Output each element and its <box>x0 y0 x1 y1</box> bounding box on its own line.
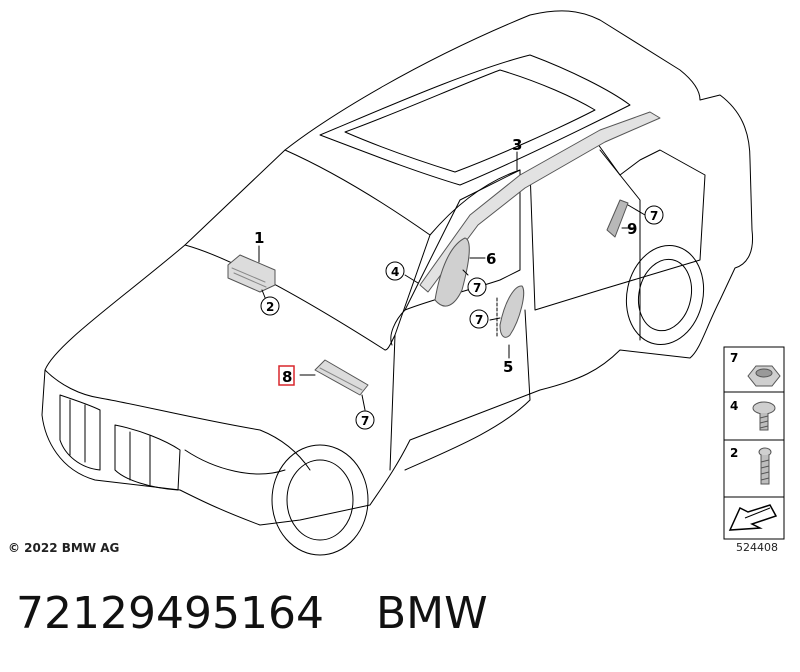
bolt-icon <box>758 447 772 485</box>
airbag-diagram: 1 2 3 4 5 6 7 7 7 7 8 9 7 4 2 <box>41 10 785 556</box>
brand-name: BMW <box>375 588 488 639</box>
callout-5[interactable]: 5 <box>503 358 513 376</box>
diagram-number: 524408 <box>736 541 778 554</box>
hardware-legend: 7 4 2 <box>723 346 785 540</box>
legend-number-7: 7 <box>730 351 738 365</box>
callout-8[interactable]: 8 <box>282 368 292 386</box>
callout-7b[interactable]: 7 <box>475 313 483 327</box>
part-6-module <box>434 237 470 307</box>
car-outline <box>41 10 754 526</box>
part-8-module <box>314 359 369 396</box>
legend-number-4: 4 <box>730 399 738 413</box>
screw-icon <box>752 401 776 431</box>
direction-arrow-icon <box>728 504 778 531</box>
callout-1[interactable]: 1 <box>254 229 264 247</box>
callout-3[interactable]: 3 <box>512 136 522 154</box>
callout-8-highlight <box>278 365 295 386</box>
legend-number-2: 2 <box>730 446 738 460</box>
part-5-module <box>499 285 525 338</box>
part-1-module <box>227 254 276 293</box>
callout-2[interactable]: 2 <box>266 300 274 314</box>
callout-4[interactable]: 4 <box>391 265 399 279</box>
callout-9[interactable]: 9 <box>627 220 637 238</box>
callout-7c[interactable]: 7 <box>361 414 369 428</box>
footer-caption: 72129495164 BMW <box>16 588 488 639</box>
callout-7d[interactable]: 7 <box>650 209 658 223</box>
nut-icon <box>747 365 781 387</box>
callout-6[interactable]: 6 <box>486 250 496 268</box>
callout-7a[interactable]: 7 <box>473 281 481 295</box>
part-9-module <box>606 199 629 238</box>
copyright-notice: © 2022 BMW AG <box>8 541 120 555</box>
part-number: 72129495164 <box>16 588 324 639</box>
